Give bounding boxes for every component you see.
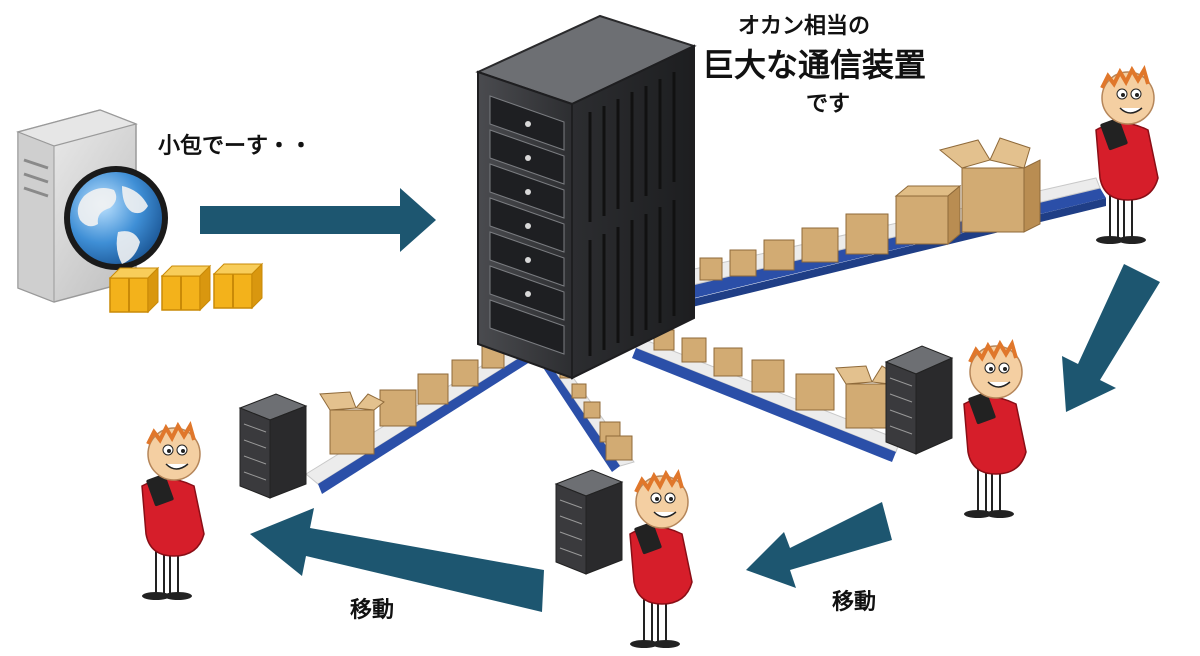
person-with-tablet-icon xyxy=(629,469,693,648)
arrow-icon xyxy=(250,508,544,612)
device-caption-line3: です xyxy=(806,92,851,117)
cardboard-box xyxy=(583,401,601,419)
cardboard-box xyxy=(801,227,839,263)
globe-icon xyxy=(64,166,168,270)
cardboard-box xyxy=(699,257,723,281)
cardboard-box xyxy=(845,213,889,255)
person-with-tablet-icon xyxy=(141,421,205,600)
boxes-right xyxy=(699,137,1041,281)
cardboard-box xyxy=(379,389,417,427)
cardboard-box xyxy=(729,249,757,277)
device-caption-line1: オカン相当の xyxy=(738,14,871,39)
package-icon xyxy=(108,266,160,314)
server-rack-icon xyxy=(475,14,697,380)
boxes-lower-right xyxy=(653,329,899,429)
web-server-pc xyxy=(16,109,264,314)
cardboard-box xyxy=(605,435,633,461)
cardboard-box xyxy=(681,337,707,363)
move-label-right: 移動 xyxy=(832,590,877,615)
cardboard-box xyxy=(894,184,962,246)
device-caption-line2: 巨大な通信装置 xyxy=(702,46,927,84)
person-with-tablet-icon xyxy=(1095,65,1159,244)
cardboard-box xyxy=(938,137,1041,233)
cardboard-box xyxy=(451,359,479,387)
person-with-tablet-icon xyxy=(963,339,1027,518)
package-icon xyxy=(160,264,212,312)
cardboard-box xyxy=(571,383,587,399)
packages xyxy=(108,262,264,314)
cardboard-box xyxy=(417,373,449,405)
boxes-left xyxy=(319,333,527,455)
cardboard-box xyxy=(763,239,795,271)
small-packet-label: 小包でーす・・ xyxy=(158,134,313,159)
arrow-icon xyxy=(200,188,436,252)
cardboard-box xyxy=(751,359,785,393)
arrow-icon xyxy=(1062,264,1160,412)
server-rack-icon xyxy=(238,393,308,499)
conveyor-belt-icon xyxy=(679,177,1106,308)
cardboard-box xyxy=(795,373,835,411)
rack-vent xyxy=(588,72,676,356)
move-label-left: 移動 xyxy=(350,598,395,623)
server-rack-icon xyxy=(884,345,954,455)
arrow-icon xyxy=(746,502,892,588)
rack-slots xyxy=(489,95,565,355)
cardboard-box xyxy=(319,391,385,455)
cardboard-box xyxy=(713,347,743,377)
package-icon xyxy=(212,262,264,310)
server-rack-icon xyxy=(554,469,624,575)
